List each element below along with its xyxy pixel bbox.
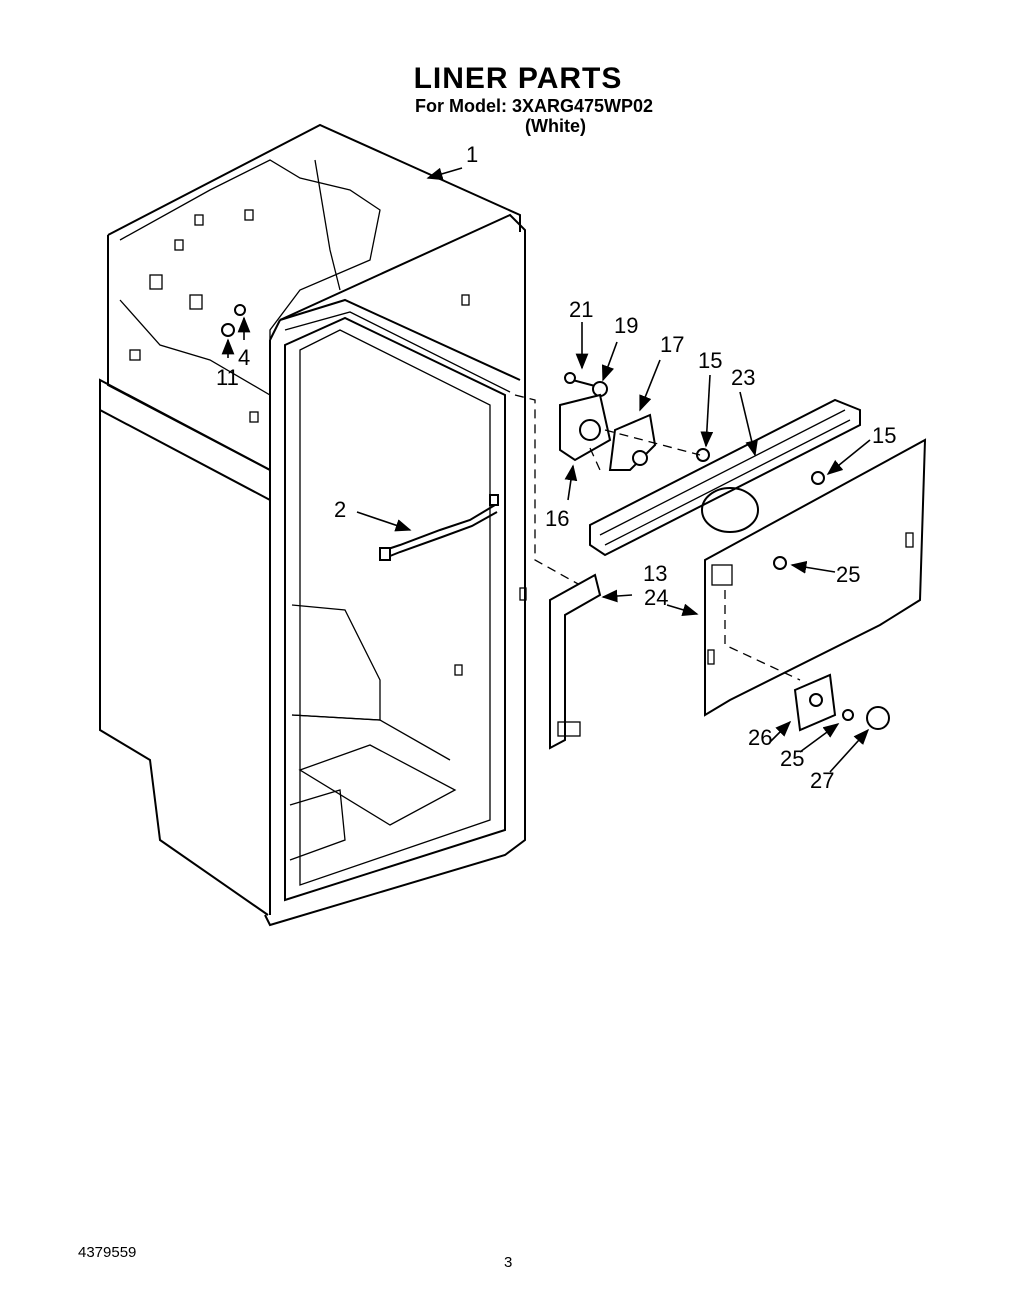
callout-19: 19 [614, 313, 638, 338]
callout-24: 24 [644, 585, 668, 610]
callout-25-upper: 25 [836, 562, 860, 587]
callout-26: 26 [748, 725, 772, 750]
panel-strip-part-13 [549, 573, 602, 750]
callout-15-upper: 15 [698, 348, 722, 373]
fan-motor-assembly [559, 372, 710, 471]
callout-21: 21 [569, 297, 593, 322]
callout-1: 1 [466, 142, 478, 167]
callout-27: 27 [810, 768, 834, 793]
knob-assembly [793, 673, 890, 732]
callout-23: 23 [731, 365, 755, 390]
leader-arrows [356, 167, 871, 773]
callout-16: 16 [545, 506, 569, 531]
model-line: For Model: 3XARG475WP02 [415, 96, 654, 116]
callout-2: 2 [334, 497, 346, 522]
callout-25-lower: 25 [780, 746, 804, 771]
page-number: 3 [504, 1254, 513, 1271]
document-number: 4379559 [78, 1244, 137, 1261]
callout-11: 11 [216, 365, 239, 390]
callout-4: 4 [238, 345, 250, 370]
callout-15-right: 15 [872, 423, 896, 448]
callout-labels: 1 2 4 11 13 15 15 16 17 19 21 23 24 25 2… [216, 142, 896, 793]
liner-part-1 [99, 123, 581, 927]
fastener-parts-4-11 [221, 304, 251, 358]
callout-13: 13 [643, 561, 667, 586]
variant-label: (White) [525, 116, 586, 136]
evaporator-cover-part-24 [704, 438, 927, 717]
grille-part-23 [589, 398, 861, 557]
callout-17: 17 [660, 332, 684, 357]
page-title: LINER PARTS [413, 62, 623, 95]
wire-harness-part-2 [379, 494, 499, 561]
